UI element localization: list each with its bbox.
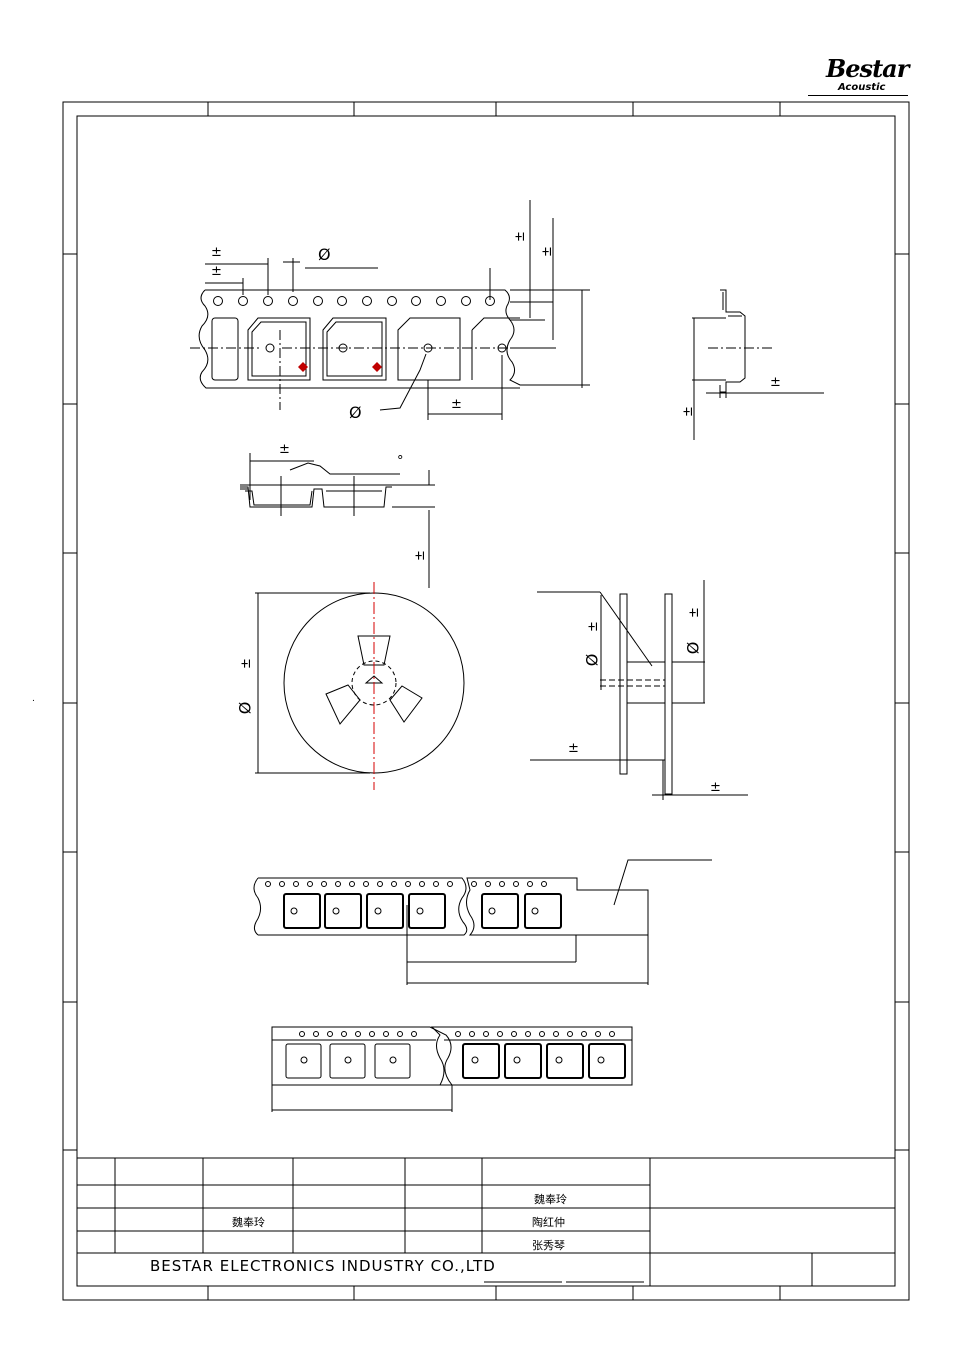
tolerance-symbol: ± — [770, 375, 781, 390]
component-side-view — [692, 289, 824, 440]
tolerance-symbol: ± — [585, 621, 601, 632]
tolerance-symbol: ± — [680, 406, 696, 417]
brand-logo: Bestar — [826, 54, 909, 83]
diameter-symbol: Ø — [318, 245, 331, 264]
title-block-name: 张秀琴 — [532, 1239, 565, 1252]
tolerance-symbol: ± — [412, 550, 428, 561]
company-name: BESTAR ELECTRONICS INDUSTRY CO.,LTD — [150, 1257, 496, 1275]
tolerance-symbol: ± — [512, 231, 528, 242]
diameter-symbol: Ø — [235, 701, 255, 715]
tolerance-symbol: ± — [211, 245, 222, 260]
tolerance-symbol: ± — [238, 658, 254, 669]
diameter-symbol: Ø — [582, 653, 602, 667]
stray-dot: . — [32, 694, 35, 704]
diameter-symbol: Ø — [683, 641, 703, 655]
polarity-marker — [372, 362, 382, 372]
brand-logo-sub: Acoustic — [838, 82, 886, 93]
polarity-marker — [298, 362, 308, 372]
tolerance-symbol: ± — [710, 780, 721, 795]
tolerance-symbol: ± — [568, 741, 579, 756]
degree-symbol: ° — [397, 454, 404, 469]
tolerance-symbol: ± — [211, 264, 222, 279]
reel-front-view — [255, 582, 465, 790]
title-block — [77, 1157, 895, 1286]
carrier-tape-top-view — [190, 200, 590, 420]
title-block-name: 魏奉玲 — [232, 1216, 265, 1229]
tape-cross-section — [240, 453, 435, 588]
tolerance-symbol: ± — [539, 246, 555, 257]
outer-border — [62, 101, 910, 1301]
leader-tape-diagram — [253, 859, 712, 985]
title-block-name: 魏奉玲 — [534, 1193, 567, 1206]
inner-border — [76, 115, 896, 1287]
tolerance-symbol: ± — [279, 442, 290, 457]
trailer-tape-diagram — [271, 1026, 633, 1112]
logo-underline — [808, 95, 908, 96]
tolerance-symbol: ± — [451, 397, 462, 412]
tolerance-symbol: ± — [686, 607, 702, 618]
reel-side-view — [530, 580, 748, 800]
title-block-name: 陶红仲 — [532, 1216, 565, 1229]
diameter-symbol: Ø — [349, 403, 362, 422]
